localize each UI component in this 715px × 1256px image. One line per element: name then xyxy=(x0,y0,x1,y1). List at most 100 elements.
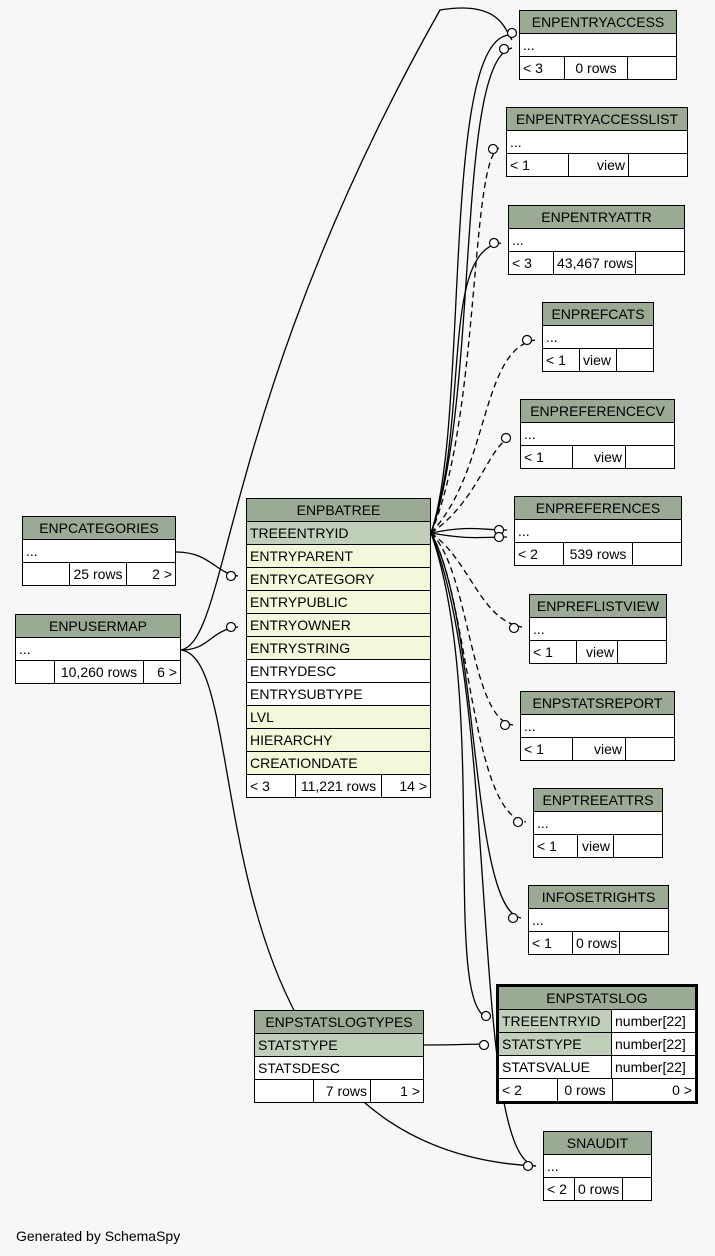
edge-end-marker-10 xyxy=(512,816,524,828)
column-name: STATSVALUE xyxy=(499,1056,612,1078)
table-footer: 10,260 rows 6 > xyxy=(16,661,180,683)
edge-end-marker-16 xyxy=(225,621,237,633)
column-type: number[22] xyxy=(612,1010,695,1032)
edge-end-marker-9 xyxy=(499,719,511,731)
child-count xyxy=(626,446,674,468)
row-count: 10,260 rows xyxy=(55,661,144,683)
row-count: view xyxy=(580,349,617,371)
child-count: 2 > xyxy=(152,566,172,582)
edge-end-marker-7 xyxy=(493,531,505,543)
column-type: number[22] xyxy=(612,1033,695,1055)
edge-enpentryaccesslist xyxy=(430,147,500,534)
table-enpentryattr[interactable]: ENPENTRYATTR ... < 3 43,467 rows xyxy=(508,205,685,275)
edge-enpentryaccess-b xyxy=(430,47,513,534)
column-lvl: LVL xyxy=(247,706,430,729)
parent-count: < 1 xyxy=(521,446,573,468)
column-entrystring: ENTRYSTRING xyxy=(247,637,430,660)
child-count xyxy=(628,57,676,79)
table-enprefcats[interactable]: ENPREFCATS ... < 1 view xyxy=(542,302,654,372)
parent-count: < 2 xyxy=(515,543,564,565)
column-statsdesc: STATSDESC xyxy=(255,1057,423,1080)
table-enpentryaccess[interactable]: ENPENTRYACCESS ... < 3 0 rows xyxy=(519,10,677,80)
row-count: 0 rows xyxy=(565,57,628,79)
table-title: ENPSTATSLOG xyxy=(499,987,695,1010)
table-enpstatslogtypes[interactable]: ENPSTATSLOGTYPES STATSTYPE STATSDESC 7 r… xyxy=(254,1010,424,1103)
table-title: SNAUDIT xyxy=(544,1132,651,1155)
row-count: 0 rows xyxy=(575,1178,623,1200)
row-count: 0 rows xyxy=(558,1079,613,1101)
table-title: ENPCATEGORIES xyxy=(23,517,175,540)
column-hierarchy: HIERARCHY xyxy=(247,729,430,752)
row-count: view xyxy=(573,738,626,760)
row-count: 11,221 rows xyxy=(296,775,382,797)
table-footer: < 1 view xyxy=(534,835,662,857)
table-title: ENPREFERENCECV xyxy=(521,400,674,423)
table-footer: < 1 view xyxy=(543,349,653,371)
table-enpcategories[interactable]: ENPCATEGORIES ... 25 rows 2 > xyxy=(22,516,176,586)
table-title: ENPSTATSLOGTYPES xyxy=(255,1011,423,1034)
column-entryowner: ENTRYOWNER xyxy=(247,614,430,637)
child-count: 0 > xyxy=(672,1082,692,1098)
edge-end-marker-14 xyxy=(522,1160,534,1172)
table-title: ENPREFLISTVIEW xyxy=(530,595,666,618)
column-type: number[22] xyxy=(615,1059,686,1075)
edge-enpentryaccess-a xyxy=(430,34,513,534)
parent-count: < 2 xyxy=(499,1079,558,1101)
table-title: ENPREFCATS xyxy=(543,303,653,326)
edge-end-marker-5 xyxy=(500,432,512,444)
child-count: 1 > xyxy=(400,1083,420,1099)
parent-count: < 1 xyxy=(529,932,573,954)
parent-count: < 1 xyxy=(507,154,569,176)
child-count: 6 > xyxy=(157,664,177,680)
column-name: TREEENTRYID xyxy=(499,1010,612,1032)
parent-count xyxy=(255,1080,314,1102)
table-enpstatsreport[interactable]: ENPSTATSREPORT ... < 1 view xyxy=(520,691,675,761)
table-footer: < 1 view xyxy=(521,446,674,468)
edge-enptreeattrs xyxy=(430,532,527,823)
parent-count: < 1 xyxy=(521,738,573,760)
child-count: 14 > xyxy=(399,778,427,794)
table-enpreferences[interactable]: ENPREFERENCES ... < 2 539 rows xyxy=(514,496,682,566)
table-footer: < 1 view xyxy=(507,154,687,176)
edge-end-marker-8 xyxy=(508,622,520,634)
table-title: INFOSETRIGHTS xyxy=(529,886,668,909)
table-enpreferencecv[interactable]: ENPREFERENCECV ... < 1 view xyxy=(520,399,675,469)
edge-end-marker-12 xyxy=(480,1010,492,1022)
table-footer: < 2 0 rows 0 > xyxy=(499,1079,695,1101)
edge-enpreflistview xyxy=(430,532,523,628)
edge-snaudit-b xyxy=(180,649,537,1167)
parent-count: < 3 xyxy=(520,57,565,79)
row-count: 25 rows xyxy=(70,563,127,585)
table-infosetrights[interactable]: INFOSETRIGHTS ... < 1 0 rows xyxy=(528,885,669,955)
row-count: 43,467 rows xyxy=(554,252,636,274)
child-count xyxy=(614,835,662,857)
table-enpstatslog[interactable]: ENPSTATSLOG TREEENTRYID number[22] STATS… xyxy=(496,984,698,1104)
columns-placeholder: ... xyxy=(507,131,687,154)
column-name: STATSTYPE xyxy=(499,1033,612,1055)
edge-end-marker-4 xyxy=(521,334,533,346)
table-enpreflistview[interactable]: ENPREFLISTVIEW ... < 1 view xyxy=(529,594,667,664)
table-footer: < 2 0 rows xyxy=(544,1178,651,1200)
table-enpentryaccesslist[interactable]: ENPENTRYACCESSLIST ... < 1 view xyxy=(506,107,688,177)
table-enptreeattrs[interactable]: ENPTREEATTRS ... < 1 view xyxy=(533,788,663,858)
table-footer: < 2 539 rows xyxy=(515,543,681,565)
columns-placeholder: ... xyxy=(515,520,681,543)
table-enpbatree[interactable]: ENPBATREE TREEENTRYID ENTRYPARENT ENTRYC… xyxy=(246,498,431,798)
columns-placeholder: ... xyxy=(530,618,666,641)
table-title: ENPENTRYACCESSLIST xyxy=(507,108,687,131)
table-enpusermap[interactable]: ENPUSERMAP ... 10,260 rows 6 > xyxy=(15,614,181,684)
table-snaudit[interactable]: SNAUDIT ... < 2 0 rows xyxy=(543,1131,652,1201)
edge-end-marker-2 xyxy=(487,143,499,155)
columns-placeholder: ... xyxy=(23,540,175,563)
columns-placeholder: ... xyxy=(534,812,662,835)
columns-placeholder: ... xyxy=(16,638,180,661)
edge-enpstatsreport xyxy=(430,532,514,726)
table-title: ENPENTRYATTR xyxy=(509,206,684,229)
edge-infosetrights xyxy=(430,532,522,919)
table-footer: < 3 0 rows xyxy=(520,57,676,79)
columns-placeholder: ... xyxy=(520,34,676,57)
edge-enpusermap-access xyxy=(180,7,513,651)
edge-end-marker-3 xyxy=(488,237,500,249)
table-footer: < 1 0 rows xyxy=(529,932,668,954)
